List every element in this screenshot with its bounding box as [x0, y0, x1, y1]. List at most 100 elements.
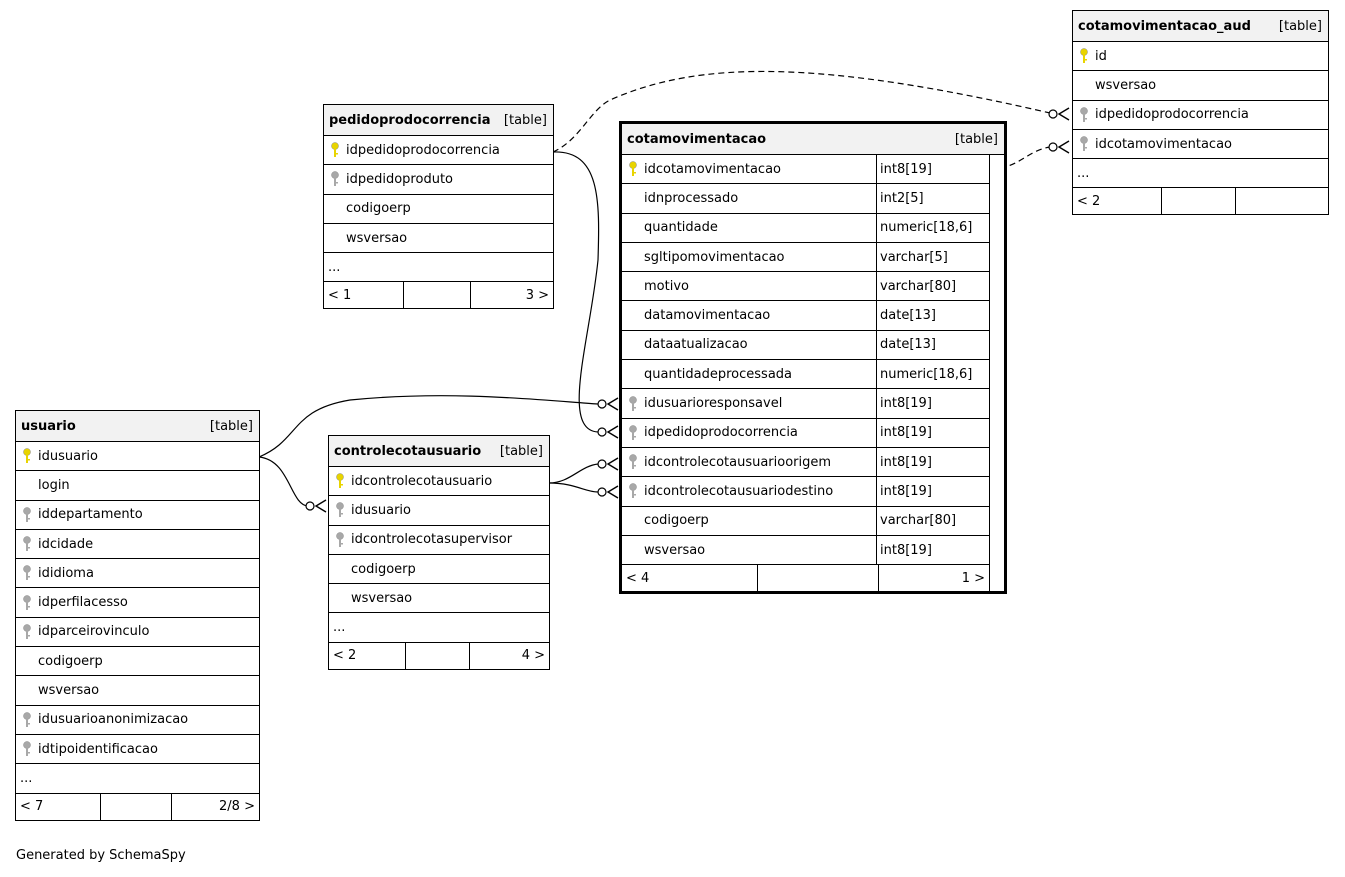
- column-row[interactable]: codigoerp: [329, 555, 549, 585]
- column-row[interactable]: idusuario: [16, 442, 259, 472]
- rows-count[interactable]: [406, 642, 470, 669]
- column-name: idcontrolecotasupervisor: [351, 532, 513, 548]
- crowfoot-cota-3: [606, 457, 619, 471]
- rows-count[interactable]: [101, 793, 172, 820]
- link-usuario-to-controle: [258, 456, 309, 507]
- key-slot: [16, 741, 38, 757]
- column-type: varchar[80]: [876, 506, 989, 535]
- rows-count[interactable]: [1162, 188, 1237, 215]
- foreign-key-icon: [23, 565, 31, 581]
- column-row[interactable]: codigoerp: [16, 647, 259, 677]
- column-name: wsversao: [38, 683, 100, 699]
- foreign-key-icon: [629, 483, 637, 499]
- column-row[interactable]: idcidade: [16, 530, 259, 560]
- generated-by-label: Generated by SchemaSpy: [16, 848, 186, 863]
- table-kind: [table]: [499, 443, 543, 459]
- table-pedidoprodocorrencia[interactable]: pedidoprodocorrencia [table] idpedidopro…: [323, 104, 554, 310]
- key-slot: [16, 565, 38, 581]
- column-row[interactable]: wsversao: [16, 676, 259, 706]
- column-row[interactable]: wsversao: [1073, 71, 1328, 101]
- table-controlecotausuario[interactable]: controlecotausuario [table] idcontroleco…: [328, 435, 550, 670]
- primary-key-icon: [336, 473, 344, 489]
- column-name: idpedidoprodocorrencia: [1095, 107, 1249, 123]
- foreign-key-icon: [336, 502, 344, 518]
- parents-count[interactable]: < 4: [622, 565, 758, 592]
- children-count[interactable]: 4 >: [521, 648, 545, 664]
- parents-count[interactable]: < 7: [16, 793, 102, 820]
- column-row[interactable]: iddepartamento: [16, 501, 259, 530]
- column-row[interactable]: idperfilacesso: [16, 588, 259, 618]
- key-slot: [16, 624, 38, 640]
- key-slot: [1073, 136, 1095, 152]
- key-slot: [16, 536, 38, 552]
- column-name: wsversao: [346, 230, 408, 246]
- column-name: idpedidoprodocorrencia: [644, 425, 798, 441]
- link-controle-to-destino: [548, 482, 599, 493]
- table-kind: [table]: [209, 418, 253, 434]
- column-row[interactable]: codigoerp: [324, 195, 553, 224]
- column-row[interactable]: id: [1073, 42, 1328, 72]
- column-row[interactable]: idusuario: [329, 496, 549, 526]
- parents-count[interactable]: < 1: [324, 282, 405, 309]
- crowfoot-aud-2: [1057, 140, 1070, 154]
- column-row[interactable]: idcontrolecotausuario: [329, 467, 549, 497]
- column-row[interactable]: wsversao: [324, 224, 553, 254]
- column-row[interactable]: idpedidoprodocorrencia: [1073, 101, 1328, 130]
- more-columns: ...: [16, 764, 259, 794]
- column-name: id: [1095, 48, 1107, 64]
- children-count[interactable]: [1236, 188, 1328, 214]
- column-row[interactable]: idparceirovinculo: [16, 618, 259, 648]
- column-row[interactable]: wsversao: [329, 584, 549, 614]
- crowfoot-controle: [314, 499, 327, 513]
- column-row[interactable]: idtipoidentificacao: [16, 735, 259, 765]
- parents-count[interactable]: < 2: [329, 642, 406, 669]
- column-type: int8[19]: [876, 477, 989, 506]
- rows-count[interactable]: [404, 282, 471, 309]
- column-name: idparceirovinculo: [38, 624, 150, 640]
- table-header: usuario [table]: [16, 411, 259, 442]
- column-type: numeric[18,6]: [876, 360, 989, 389]
- children-count[interactable]: 1 >: [961, 570, 985, 586]
- rows-count[interactable]: [758, 565, 879, 592]
- table-name: controlecotausuario: [334, 443, 482, 459]
- column-row[interactable]: idusuarioanonimizacao: [16, 706, 259, 735]
- column-name: ididioma: [38, 565, 94, 581]
- key-slot: [329, 531, 351, 548]
- column-row[interactable]: idpedidoprodocorrencia: [324, 136, 553, 166]
- column-row[interactable]: idcontrolecotasupervisor: [329, 526, 549, 555]
- column-row[interactable]: idpedidoproduto: [324, 165, 553, 195]
- children-count[interactable]: 2/8 >: [219, 799, 255, 815]
- foreign-key-icon: [23, 741, 31, 757]
- more-columns: ...: [329, 613, 549, 643]
- table-footer: < 4 1 >: [622, 565, 989, 592]
- column-type: varchar[5]: [876, 242, 989, 272]
- parents-count[interactable]: < 2: [1073, 188, 1163, 215]
- children-count[interactable]: 3 >: [525, 287, 549, 303]
- column-row[interactable]: idcotamovimentacao: [1073, 130, 1328, 160]
- table-cotamovimentacao[interactable]: cotamovimentacao [table] idcotamovimenta…: [619, 121, 1007, 595]
- column-row[interactable]: ididioma: [16, 559, 259, 589]
- column-name: idusuario: [351, 502, 411, 518]
- foreign-key-icon: [336, 531, 344, 547]
- column-name: idcotamovimentacao: [644, 161, 781, 177]
- column-row[interactable]: login: [16, 471, 259, 501]
- column-name: codigoerp: [38, 653, 103, 669]
- foreign-key-icon: [629, 425, 637, 440]
- column-name: datamovimentacao: [644, 308, 771, 324]
